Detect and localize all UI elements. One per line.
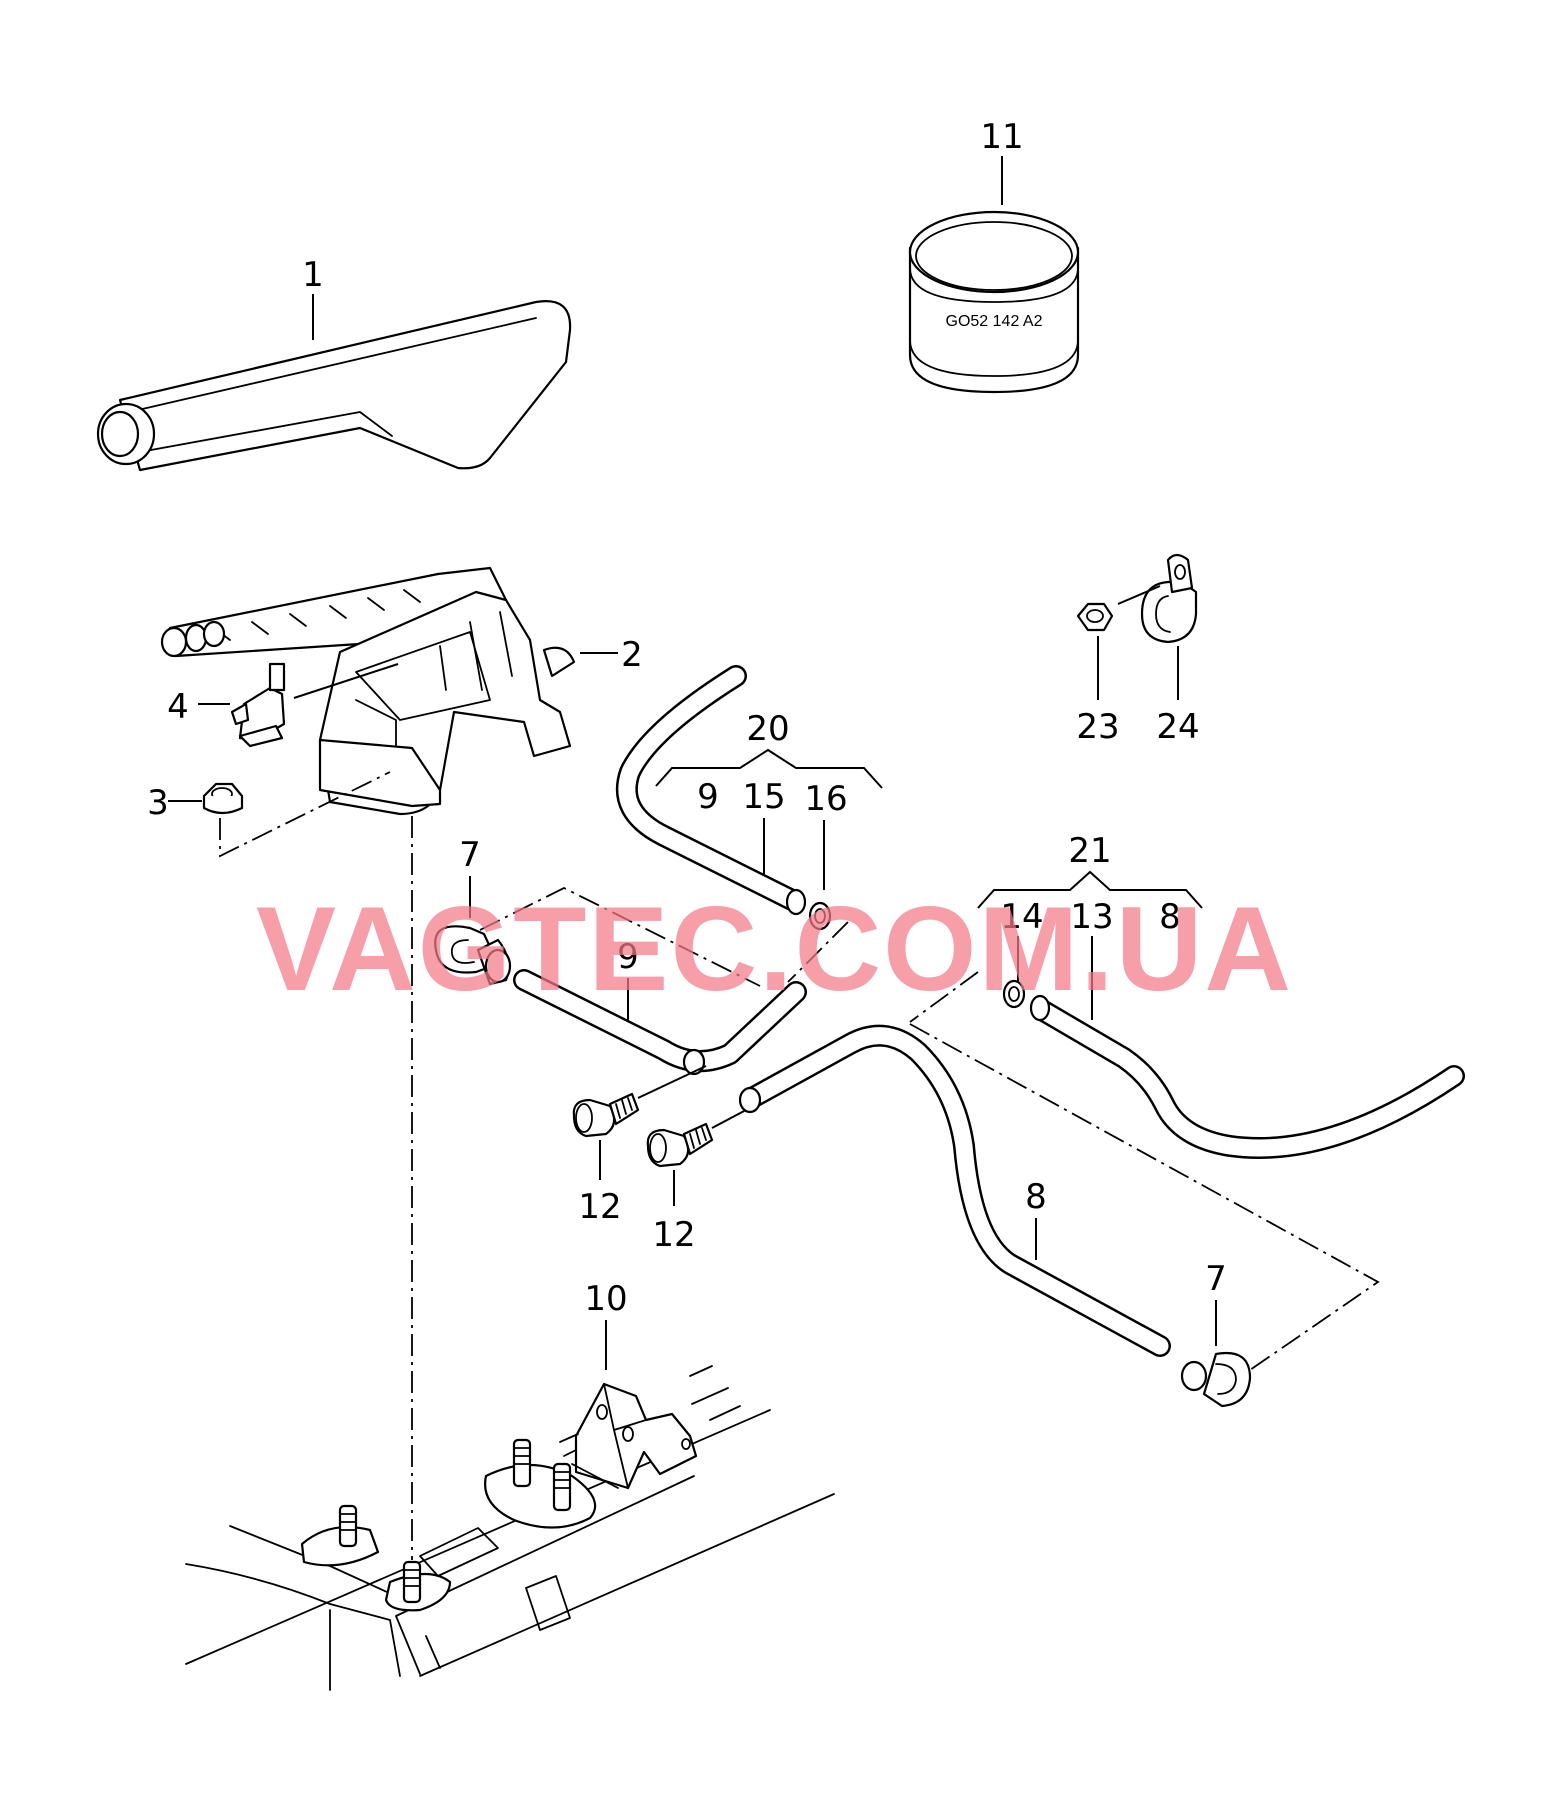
can-marking: GO52 142 A2	[946, 313, 1043, 330]
part-24-clip[interactable]	[1140, 553, 1198, 644]
part-9-hose[interactable]	[513, 969, 807, 1076]
label-1: 1	[302, 255, 324, 295]
part-12-screw-right[interactable]	[646, 1122, 714, 1168]
label-23: 23	[1076, 707, 1119, 747]
part-10-floor-mount[interactable]	[185, 1365, 835, 1691]
part-14-o-ring[interactable]	[1002, 979, 1026, 1009]
label-14: 14	[1000, 897, 1043, 937]
label-3: 3	[147, 783, 169, 823]
part-23-nut[interactable]	[1076, 602, 1114, 632]
label-7-upper: 7	[459, 835, 481, 875]
part-3-nut[interactable]	[202, 782, 244, 815]
part-11-can[interactable]: GO52 142 A2	[908, 210, 1080, 394]
label-16: 16	[804, 779, 847, 819]
label-21: 21	[1068, 831, 1111, 871]
part-8-hose[interactable]	[738, 1024, 1171, 1357]
part-15-hose[interactable]	[615, 665, 807, 916]
part-2-handbrake-lever[interactable]	[160, 566, 576, 816]
label-8-group21: 8	[1159, 897, 1181, 937]
part-13-hose[interactable]	[1029, 994, 1465, 1159]
label-15: 15	[742, 777, 785, 817]
label-2: 2	[621, 635, 643, 675]
label-8-lower: 8	[1025, 1177, 1047, 1217]
watermark: VAGTEC.COM.UA	[256, 882, 1293, 1016]
label-13: 13	[1070, 897, 1113, 937]
part-1-grip-cover[interactable]	[96, 300, 572, 472]
label-4: 4	[167, 687, 189, 727]
label-10: 10	[584, 1279, 627, 1319]
label-12-right: 12	[652, 1215, 695, 1255]
label-20: 20	[746, 709, 789, 749]
label-9-lower: 9	[617, 937, 639, 977]
label-7-lower: 7	[1205, 1259, 1227, 1299]
part-16-o-ring[interactable]	[808, 901, 832, 931]
part-7-clamp-lower[interactable]	[1180, 1351, 1252, 1408]
label-9-group20: 9	[697, 777, 719, 817]
part-7-clamp-upper[interactable]	[434, 925, 512, 986]
part-4-switch[interactable]	[230, 662, 286, 748]
label-12-left: 12	[578, 1187, 621, 1227]
label-24: 24	[1156, 707, 1199, 747]
label-11: 11	[980, 117, 1023, 157]
part-12-screw-left[interactable]	[572, 1092, 640, 1138]
